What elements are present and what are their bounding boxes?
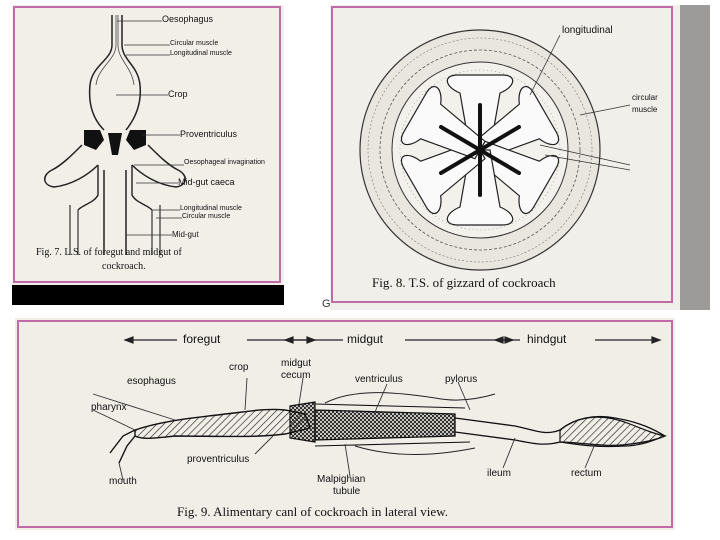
fig9-panel: foregut midgut hindgut crop midgut cecum… [15, 318, 675, 530]
fig8-diagram [330, 5, 710, 310]
fig9-label-crop: crop [229, 362, 248, 373]
fig9-diagram [15, 318, 675, 530]
fig9-label-proventriculus: proventriculus [187, 454, 249, 465]
fig8-label-longitudinal: longitudinal [562, 25, 613, 36]
fig9-label-malpighian-2: tubule [333, 486, 360, 497]
fig7-label-circular-muscle-bottom: Circular muscle [182, 213, 230, 220]
fig7-caption-line1: Fig. 7. L.S. of foregut and midgut of [36, 247, 182, 258]
fig7-label-circular-muscle-top: Circular muscle [170, 40, 218, 47]
fig9-region-hindgut: hindgut [527, 332, 566, 346]
fig7-label-longitudinal-muscle-top: Longitudinal muscle [170, 50, 232, 57]
fig9-region-foregut: foregut [183, 332, 220, 346]
fig9-label-pylorus: pylorus [445, 374, 477, 385]
fig9-label-midgut-cecum-1: midgut [281, 358, 311, 369]
fig9-caption: Fig. 9. Alimentary canl of cockroach in … [177, 504, 448, 520]
fig7-label-midgut: Mid-gut [172, 230, 199, 239]
fig9-region-midgut: midgut [347, 332, 383, 346]
fig9-label-esophagus: esophagus [127, 376, 176, 387]
fig7-label-midgut-caeca: Mid-gut caeca [178, 177, 235, 187]
fig9-label-rectum: rectum [571, 468, 602, 479]
fig9-label-pharynx: pharynx [91, 402, 127, 413]
fig7-label-crop: Crop [168, 89, 188, 99]
fig9-label-mouth: mouth [109, 476, 137, 487]
fig9-label-midgut-cecum-2: cecum [281, 370, 310, 381]
fig7-caption-line2: cockroach. [102, 261, 146, 272]
fig8-panel: longitudinal circular muscle Fig. 8. T.S… [330, 5, 710, 310]
fig9-label-ventriculus: ventriculus [355, 374, 403, 385]
fig9-label-ileum: ileum [487, 468, 511, 479]
fig7-label-oesophageal-invagination: Oesophageal invagination [184, 159, 265, 166]
stray-letter: G [322, 298, 331, 310]
fig8-label-muscle: muscle [632, 105, 657, 114]
fig7-label-longitudinal-muscle-bottom: Longitudinal muscle [180, 205, 242, 212]
fig7-label-oesophagus: Oesophagus [162, 14, 213, 24]
fig8-label-circular: circular [632, 93, 658, 102]
fig8-caption: Fig. 8. T.S. of gizzard of cockroach [372, 275, 556, 291]
fig7-black-bar [12, 285, 284, 305]
fig7-panel: Oesophagus Circular muscle Longitudinal … [12, 5, 284, 305]
fig7-diagram [12, 5, 284, 305]
fig9-label-malpighian-1: Malpighian [317, 474, 365, 485]
fig7-label-proventriculus: Proventriculus [180, 129, 237, 139]
